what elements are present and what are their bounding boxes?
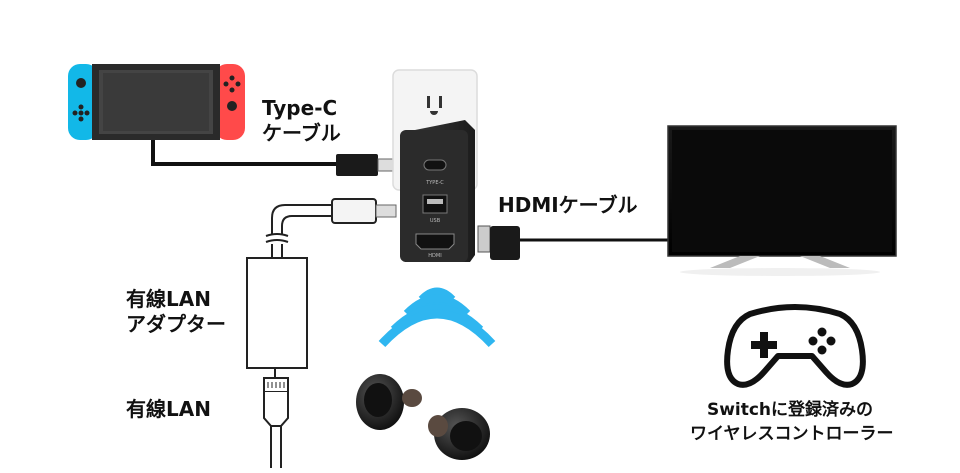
lan-adapter-label-line1: 有線LAN [126,287,211,311]
tv-icon [667,125,897,276]
type-c-cable-label: Type-C ケーブル [262,96,341,146]
type-c-plug [336,154,378,176]
earbuds-icon [356,374,490,460]
lan-adapter-label: 有線LAN アダプター [126,287,226,337]
nintendo-switch-icon [68,64,245,140]
lan-adapter-label-line2: アダプター [126,312,226,336]
joycon-left [68,64,98,140]
controller-label: Switchに登録済みの ワイヤレスコントローラー [690,398,894,446]
type-c-cable [151,140,338,166]
type-c-label-line1: Type-C [262,96,338,120]
lan-adapter-icon [246,257,308,369]
hdmi-cable-label: HDMIケーブル [498,193,638,217]
gamepad-icon [724,304,866,388]
usb-plug [331,198,377,224]
lan-plug-icon [263,377,289,427]
hub-port-label-typec: TYPE-C [425,180,444,186]
controller-label-line2: ワイヤレスコントローラー [690,424,894,444]
hub-type-c-port [423,159,447,171]
lan-label: 有線LAN [126,397,211,421]
hub-port-label-hdmi: HDMI [428,253,441,259]
hub-port-label-usb: USB [430,218,441,224]
wireless-signal-icon [378,287,496,348]
dock-hub-icon: TYPE-C USB HDMI [400,120,475,262]
type-c-label-line2: ケーブル [262,121,341,145]
controller-label-line1: Switchに登録済みの [706,400,874,420]
hub-hdmi-port [415,233,455,250]
hdmi-plug [490,226,520,260]
usb-cable-outer [271,204,332,234]
